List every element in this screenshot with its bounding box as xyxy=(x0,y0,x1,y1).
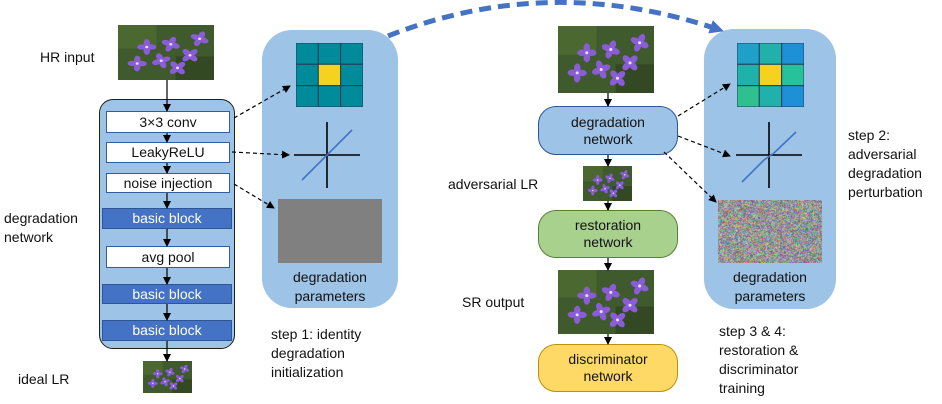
kernel-cell xyxy=(781,85,805,108)
ideal-lr-image xyxy=(143,361,192,393)
params-label-right: degradation parameters xyxy=(733,269,807,304)
activation-icon-left xyxy=(292,120,362,190)
conv-layer: 3×3 conv xyxy=(106,111,230,133)
kernel-cell xyxy=(736,42,760,65)
sr-output-image xyxy=(558,270,654,334)
kernel-cell xyxy=(340,85,364,108)
kernel-cell xyxy=(317,63,342,87)
basic-block-1: basic block xyxy=(102,208,232,229)
hr-input-image xyxy=(118,25,214,80)
ideal-lr-label: ideal LR xyxy=(18,371,70,387)
kernel-icon-right xyxy=(736,42,805,108)
adversarial-lr-label: adversarial LR xyxy=(448,176,539,192)
hr-input-image-right xyxy=(558,26,654,93)
noise-injection-layer: noise injection xyxy=(106,173,230,193)
noise-map-left xyxy=(278,199,382,263)
degradation-network-label: degradation network xyxy=(4,210,78,245)
leakyrelu-layer: LeakyReLU xyxy=(106,142,230,163)
kernel-cell xyxy=(317,85,342,108)
kernel-cell xyxy=(758,63,783,87)
kernel-cell xyxy=(340,42,364,65)
hr-input-label: HR input xyxy=(40,49,95,65)
degradation-network-node: degradation network xyxy=(538,106,678,155)
transfer-curve-arrow xyxy=(387,0,724,39)
params-label-left: degradation parameters xyxy=(293,269,367,304)
kernel-cell xyxy=(758,85,783,108)
activation-icon-right xyxy=(734,120,804,190)
avg-pool-layer: avg pool xyxy=(106,246,230,268)
kernel-cell xyxy=(295,85,319,108)
step1-label: step 1: identity degradation initializat… xyxy=(271,326,362,380)
adversarial-lr-image xyxy=(583,166,632,201)
noise-map-right xyxy=(718,200,822,263)
kernel-cell xyxy=(758,42,783,65)
basic-block-2: basic block xyxy=(102,284,232,304)
kernel-cell xyxy=(295,42,319,65)
basic-block-3: basic block xyxy=(102,320,232,341)
sr-output-label: SR output xyxy=(462,294,525,310)
step34-label: step 3 & 4: restoration & discriminator … xyxy=(719,323,799,396)
kernel-cell xyxy=(340,63,364,87)
discriminator-network-node: discriminator network xyxy=(538,344,678,392)
kernel-cell xyxy=(317,42,342,65)
kernel-icon-left xyxy=(295,42,364,108)
kernel-cell xyxy=(781,42,805,65)
kernel-cell xyxy=(736,85,760,108)
kernel-cell xyxy=(736,63,760,87)
kernel-cell xyxy=(781,63,805,87)
restoration-network-node: restoration network xyxy=(538,210,678,258)
step2-label: step 2: adversarial degradation perturba… xyxy=(848,127,923,200)
kernel-cell xyxy=(295,63,319,87)
